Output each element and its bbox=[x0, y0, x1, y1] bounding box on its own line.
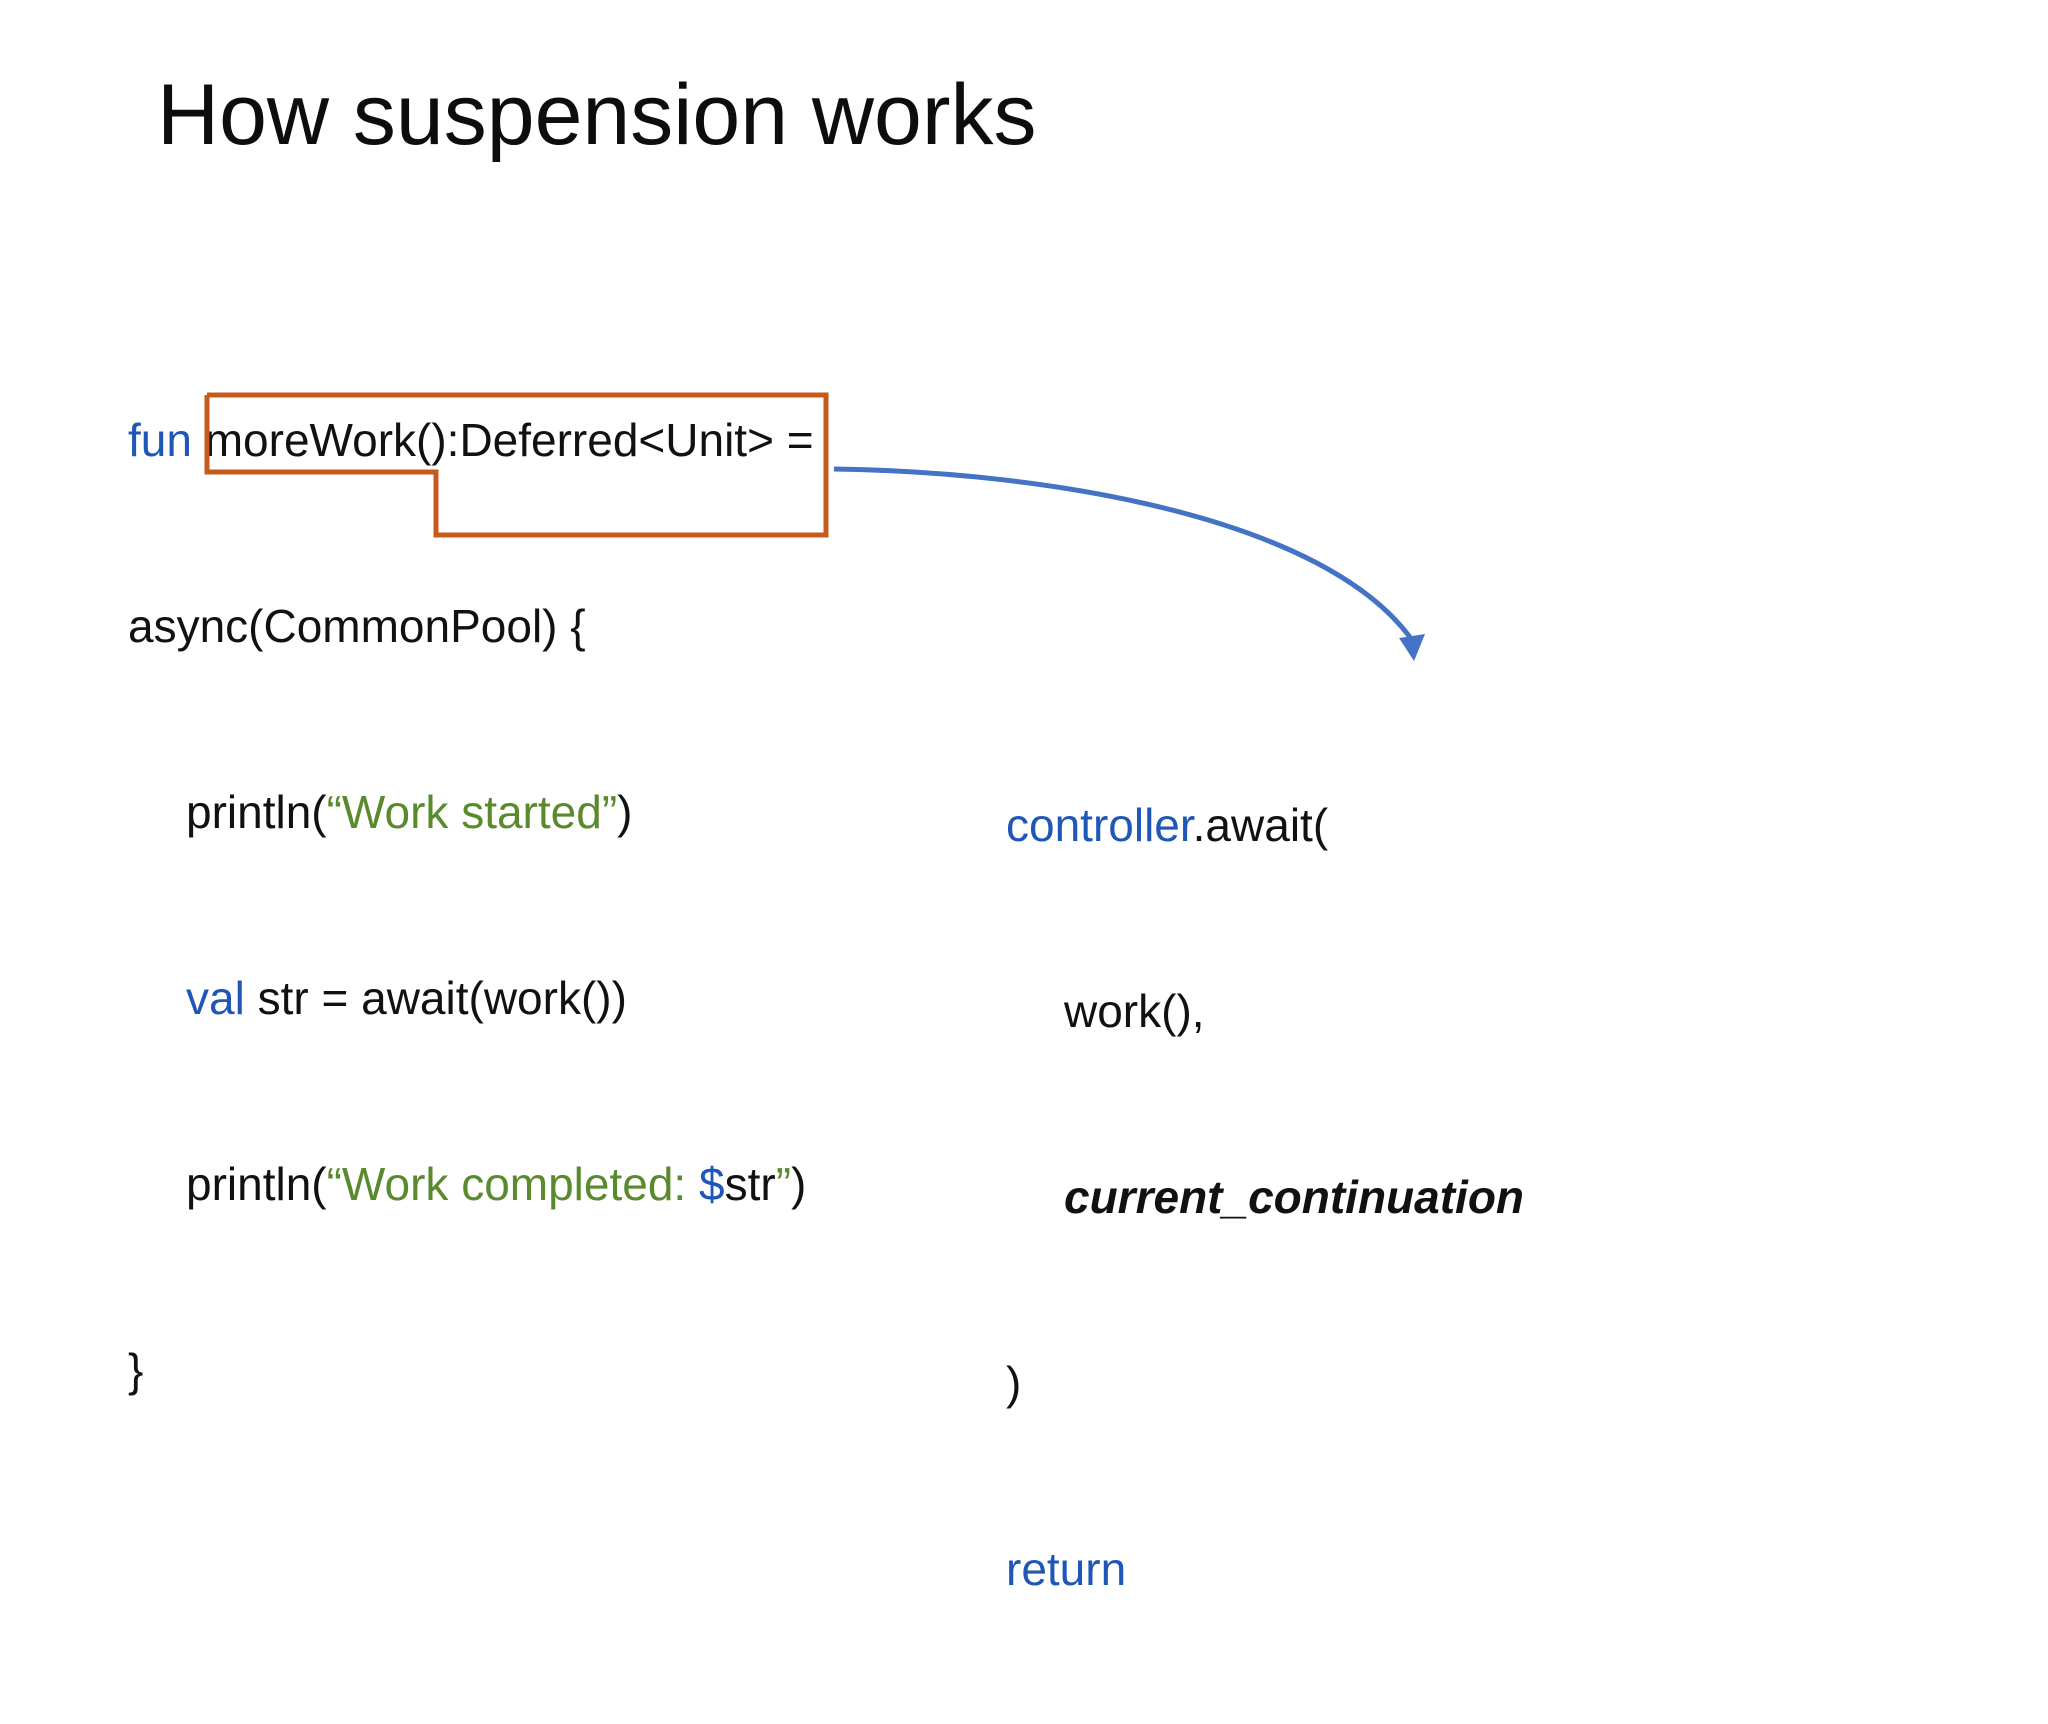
code-text: work(), bbox=[1064, 985, 1205, 1037]
code-line-2: work(), bbox=[1006, 980, 1524, 1042]
code-line-3: current_continuation bbox=[1006, 1166, 1524, 1228]
code-text: ) bbox=[1006, 1357, 1022, 1409]
code-text: str = await(work()) bbox=[244, 972, 627, 1024]
code-text: } bbox=[128, 1344, 144, 1396]
keyword-controller: controller bbox=[1006, 799, 1193, 851]
code-text: println( bbox=[186, 1158, 327, 1210]
string-literal-end: ” bbox=[775, 1158, 792, 1210]
string-literal: “Work completed: bbox=[326, 1158, 699, 1210]
slide: How suspension works fun moreWork():Defe… bbox=[128, 67, 1524, 1595]
slide-title: How suspension works bbox=[157, 67, 1037, 163]
code-line-6: } bbox=[128, 1339, 814, 1401]
code-line-1: controller.await( bbox=[1006, 794, 1524, 856]
keyword-val: val bbox=[186, 972, 245, 1024]
code-block-controller-await: controller.await( work(), current_contin… bbox=[1006, 670, 1524, 1724]
code-line-1: fun moreWork():Deferred<Unit> = bbox=[128, 409, 814, 471]
code-line-5: return bbox=[1006, 1538, 1524, 1600]
arrow-head bbox=[1399, 634, 1425, 661]
code-line-4: val str = await(work()) bbox=[128, 967, 814, 1029]
code-text: ) bbox=[791, 1158, 807, 1210]
code-line-5: println(“Work completed: $str”) bbox=[128, 1153, 814, 1215]
string-literal: “Work started” bbox=[326, 786, 618, 838]
template-var: str bbox=[724, 1158, 776, 1210]
code-text: .await( bbox=[1192, 799, 1329, 851]
code-line-4: ) bbox=[1006, 1352, 1524, 1414]
keyword-fun: fun bbox=[128, 414, 192, 466]
code-line-2: async(CommonPool) { bbox=[128, 595, 814, 657]
code-text: println( bbox=[186, 786, 327, 838]
template-dollar: $ bbox=[699, 1158, 725, 1210]
code-text: ) bbox=[617, 786, 633, 838]
code-block-morework: fun moreWork():Deferred<Unit> = async(Co… bbox=[128, 285, 814, 1525]
code-line-3: println(“Work started”) bbox=[128, 781, 814, 843]
arrow-curve bbox=[833, 466, 1415, 642]
current-continuation: current_continuation bbox=[1064, 1171, 1525, 1223]
code-text: moreWork():Deferred<Unit> = bbox=[191, 414, 814, 466]
code-text: async(CommonPool) { bbox=[128, 600, 586, 652]
keyword-return: return bbox=[1006, 1543, 1127, 1595]
